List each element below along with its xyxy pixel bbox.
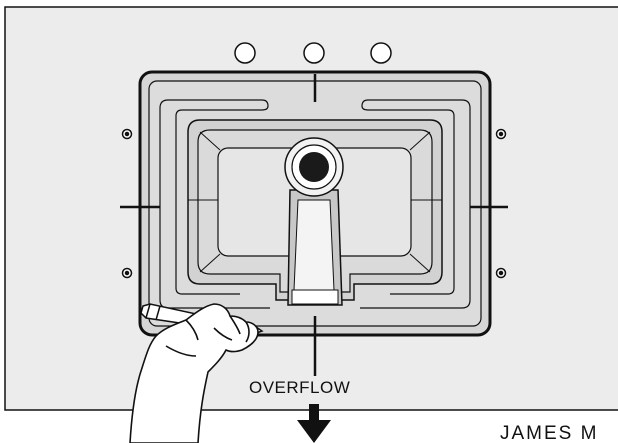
faucet-hole-icon	[370, 42, 392, 64]
hand-icon	[129, 303, 259, 443]
overflow-slot	[291, 289, 339, 305]
faucet-hole-icon	[234, 42, 256, 64]
screw-icon	[495, 128, 507, 140]
faucet-hole-icon	[303, 42, 325, 64]
overflow-channel-highlight	[293, 199, 335, 291]
arrow-down-icon	[297, 404, 331, 443]
screw-icon	[121, 267, 133, 279]
screw-icon	[495, 267, 507, 279]
basin-facets	[188, 131, 442, 273]
faucet-holes	[234, 42, 392, 64]
screw-icon	[121, 128, 133, 140]
drain-hole	[299, 152, 329, 182]
brand-label: JAMES M	[500, 423, 599, 443]
overflow-label: OVERFLOW	[249, 378, 351, 397]
centre-marks	[120, 74, 508, 376]
mounting-screws	[121, 128, 507, 279]
